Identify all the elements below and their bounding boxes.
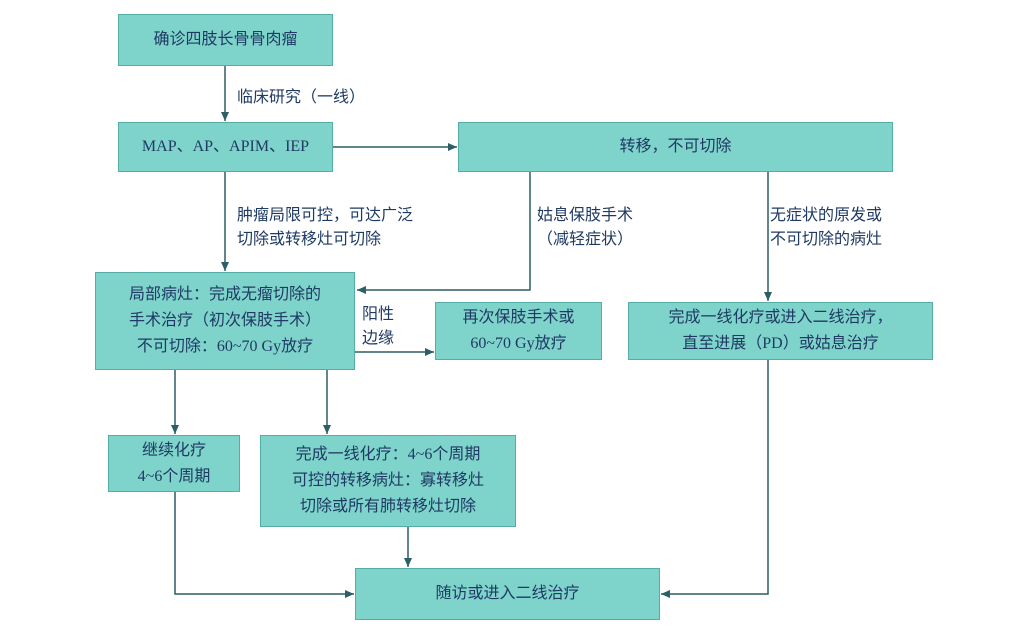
node-chemo-regimen: MAP、AP、APIM、IEP: [118, 122, 333, 172]
edge-firstline-to-followup: [661, 360, 769, 598]
edge-label-positive-margin: 阳性 边缘: [362, 306, 395, 347]
node-diagnosis: 确诊四肢长骨骨肉瘤: [118, 14, 333, 66]
edge-label-clinical-study: 临床研究（一线）: [237, 89, 366, 106]
node-local-lesion: 局部病灶：完成无瘤切除的 手术治疗（初次保肢手术） 不可切除：60~70 Gy放…: [95, 272, 355, 370]
node-first-line-chemo-pd: 完成一线化疗或进入二线治疗， 直至进展（PD）或姑息治疗: [628, 302, 933, 360]
edge-label-palliative-surgery: 姑息保肢手术 （减轻症状）: [537, 207, 634, 248]
node-complete-first-line-chemo: 完成一线化疗：4~6个周期 可控的转移病灶：寡转移灶 切除或所有肺转移灶切除: [260, 435, 516, 527]
edge-metastasis-to-local: [357, 172, 531, 294]
node-repeat-limb-salvage: 再次保肢手术或 60~70 Gy放疗: [435, 302, 602, 360]
node-follow-up: 随访或进入二线治疗: [355, 568, 660, 620]
node-metastasis-unresectable: 转移，不可切除: [458, 122, 893, 172]
edge-label-asymptomatic: 无症状的原发或 不可切除的病灶: [770, 207, 883, 248]
node-continue-chemo: 继续化疗 4~6个周期: [108, 435, 240, 492]
edge-continue-to-followup: [174, 492, 354, 598]
edge-label-tumor-limited: 肿瘤局限可控，可达广泛 切除或转移灶可切除: [237, 207, 414, 248]
